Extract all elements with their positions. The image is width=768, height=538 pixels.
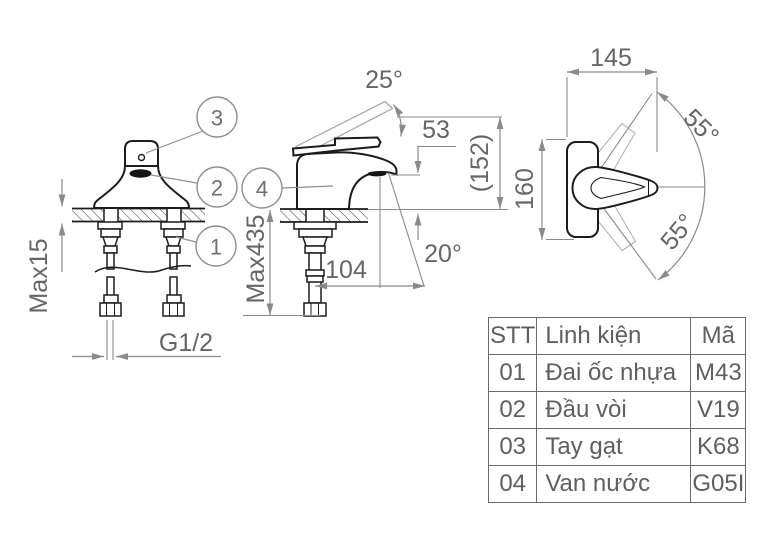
dim-width: 145 <box>590 44 632 72</box>
front-view: Max15 G1/2 3 2 1 <box>25 96 238 360</box>
svg-text:2: 2 <box>211 176 223 201</box>
faucet-body-side <box>296 151 398 210</box>
aerator <box>367 171 387 177</box>
callout-2: 2 <box>196 166 238 208</box>
svg-text:3: 3 <box>211 106 223 131</box>
table-row: 04 Van nước G05I <box>487 465 747 503</box>
faucet-cap-front <box>124 140 159 167</box>
callout-1: 1 <box>195 225 237 267</box>
mounting-nut-side <box>293 221 337 317</box>
col-header-part: Linh kiện <box>536 317 692 355</box>
dim-reach: 104 <box>325 256 367 284</box>
label-oval <box>129 169 152 178</box>
mounting-nut-left <box>97 221 123 270</box>
top-view: 145 160 55° 55° <box>511 44 725 281</box>
table-row: 01 Đai ốc nhựa M43 <box>487 354 747 392</box>
table-header-row: STT Linh kiện Mã <box>487 317 747 355</box>
handle-screw <box>137 153 146 162</box>
dim-depth: 160 <box>511 168 539 210</box>
table-row: 02 Đầu vòi V19 <box>487 391 747 429</box>
col-header-stt: STT <box>487 317 538 355</box>
col-header-code: Mã <box>690 317 747 355</box>
dim-swing-lower: 55° <box>655 209 701 256</box>
lever-top <box>571 165 659 211</box>
dim-spout-height: 53 <box>422 116 450 144</box>
supply-pipes <box>99 276 185 317</box>
callout-4: 4 <box>241 167 283 209</box>
dim-lever-angle: 25° <box>365 66 403 94</box>
svg-text:1: 1 <box>210 235 222 260</box>
dim-stream-angle: 20° <box>424 240 462 268</box>
mounting-nut-right <box>160 221 186 270</box>
dim-g12: G1/2 <box>159 329 213 357</box>
dim-swing-upper: 55° <box>678 104 725 151</box>
dim-total-height: (152) <box>466 134 494 192</box>
front-deck-hatch <box>72 208 205 222</box>
dim-pipe-length: Max435 <box>242 215 270 304</box>
svg-text:4: 4 <box>256 177 268 202</box>
lever-side <box>291 136 382 157</box>
table-row: 03 Tay gạt K68 <box>487 428 747 466</box>
side-view: 25° 53 (152) 20° 104 Max435 4 <box>241 66 508 317</box>
dim-max15: Max15 <box>25 238 53 313</box>
break-line <box>94 264 192 273</box>
callout-3: 3 <box>196 96 238 138</box>
faucet-body-front <box>92 165 191 209</box>
lever-top-inner <box>590 176 646 200</box>
parts-table: STT Linh kiện Mã 01 Đai ốc nhựa M43 02 Đ… <box>487 317 747 503</box>
